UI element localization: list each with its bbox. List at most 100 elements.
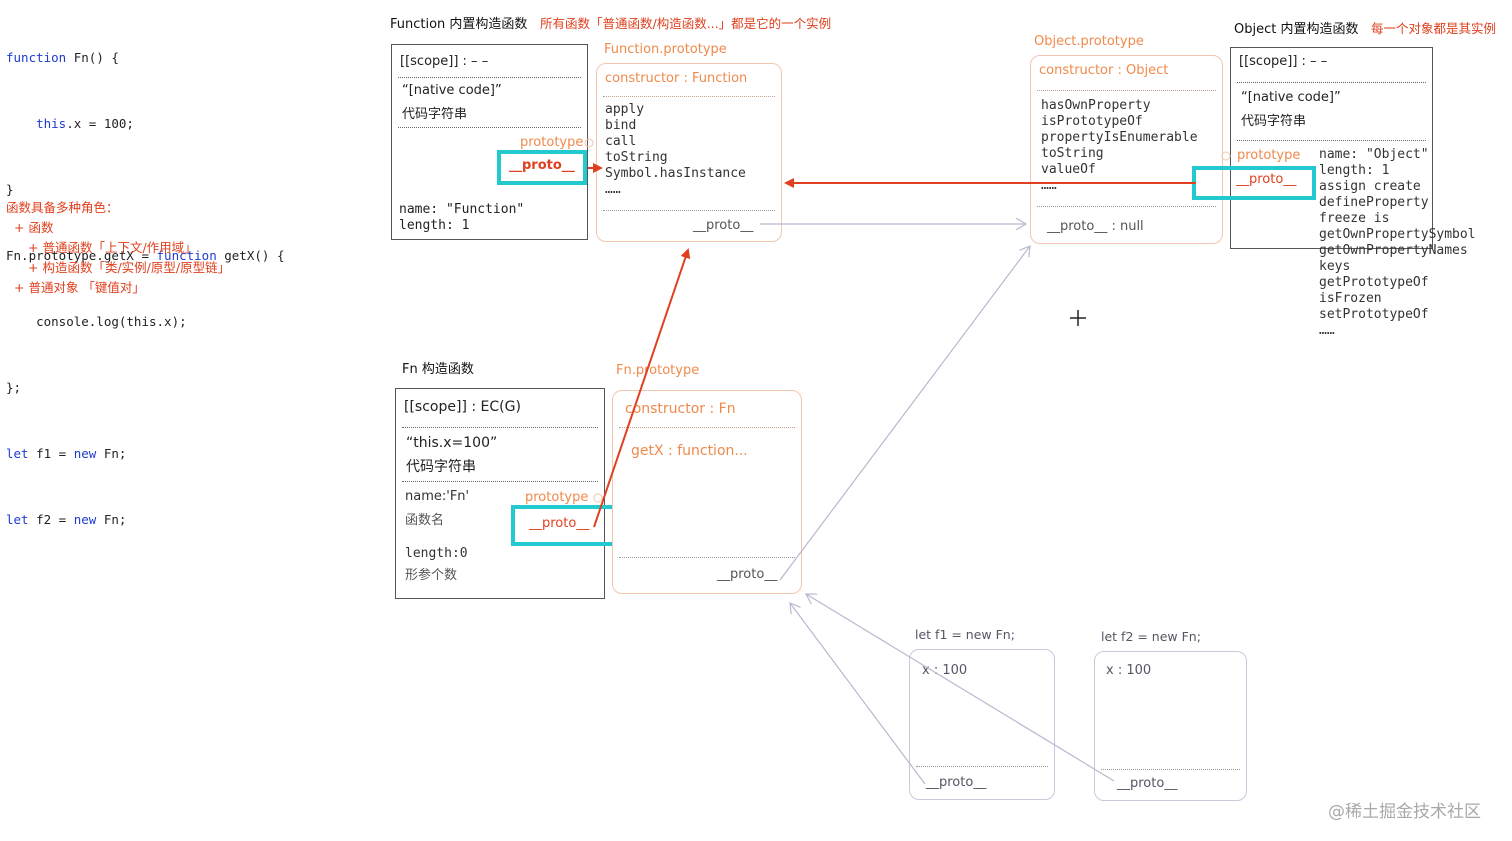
fn-ctor-name-desc: 函数名 [405,513,445,528]
method-item: propertyIsEnumerable [1041,130,1198,145]
code-line-1: function Fn() { [6,50,119,65]
prop-more: …… [1319,323,1335,338]
method-more: …… [1041,178,1057,193]
arrow-fn-proto [593,248,691,528]
fn-ctor-name: name:'Fn' [405,489,470,504]
arrow-fn-prototype-proto [779,246,1030,581]
role-item: + 普通对象 「键值对」 [14,280,145,295]
method-item: valueOf [1041,162,1096,177]
f1-title: let f1 = new Fn; [915,627,1015,642]
object-ctor-scope: [[scope]] : – – [1239,54,1328,69]
function-ctor-name: name: "Function" [399,202,525,217]
function-ctor-title: Function 内置构造函数 [390,17,528,32]
prop-item: getOwnPropertySymbol [1319,227,1476,242]
prototype-pointer [1221,151,1231,161]
object-prototype-box: constructor : Object hasOwnProperty isPr… [1030,55,1223,244]
function-ctor-note: 所有函数「普通函数/构造函数...」都是它的一个实例 [540,16,832,31]
code-line-5: console.log(this.x); [6,314,187,329]
object-ctor-proto: __proto__ [1236,172,1297,187]
function-ctor-proto-highlight [497,150,587,185]
role-item: + 普通函数「上下文/作用域」 [28,240,197,255]
function-prototype-methods: apply bind call toString Symbol.hasInsta… [605,102,746,198]
function-ctor-length: length: 1 [399,218,470,233]
code-line-6: }; [6,380,22,395]
method-item: call [605,134,637,149]
role-item: + 函数 [14,220,54,235]
object-ctor-box: [[scope]] : – – “[native code]” 代码字符串 pr… [1230,47,1433,249]
code-snippet: function Fn() { this.x = 100; } Fn.proto… [6,3,284,553]
f2-x: x : 100 [1106,663,1152,678]
fn-ctor-code: “this.x=100” [406,435,498,451]
prototype-pointer [584,138,594,148]
method-item: hasOwnProperty [1041,98,1151,113]
fn-ctor-box: [[scope]] : EC(G) “this.x=100” 代码字符串 nam… [395,388,605,599]
object-ctor-props: name: "Object" length: 1 assign create d… [1319,147,1476,339]
method-item: bind [605,118,637,133]
code-line-4: Fn.prototype.getX = function getX() { [6,248,285,263]
f1-box: x : 100 __proto__ [909,649,1055,800]
role-item: + 构造函数「类/实例/原型/原型链」 [28,260,231,275]
prop-item: defineProperty [1319,195,1429,210]
function-prototype-box: constructor : Function apply bind call t… [596,63,782,242]
method-item: toString [1041,146,1104,161]
object-ctor-note: 每一个对象都是其实例 [1371,21,1497,36]
fn-ctor-prototype-label: prototype [525,490,589,505]
prop-item: isFrozen [1319,291,1382,306]
fn-ctor-code-desc: 代码字符串 [406,459,476,475]
function-prototype-title: Function.prototype [604,42,727,57]
object-prototype-methods: hasOwnProperty isPrototypeOf propertyIsE… [1041,98,1198,194]
function-prototype-constructor: constructor : Function [605,71,748,86]
f1-proto: __proto__ [926,775,987,790]
function-ctor-native-desc: 代码字符串 [402,107,468,122]
function-prototype-proto: __proto__ [693,218,754,233]
fn-prototype-proto: __proto__ [717,567,778,582]
prop-item: setPrototypeOf [1319,307,1429,322]
method-item: isPrototypeOf [1041,114,1143,129]
code-line-7: let f1 = new Fn; [6,446,127,461]
fn-ctor-length-desc: 形参个数 [405,568,458,583]
object-ctor-native: “[native code]” [1241,90,1341,105]
function-ctor-box: [[scope]] : – – “[native code]” 代码字符串 pr… [391,44,588,240]
prop-item: assign create [1319,179,1421,194]
f2-title: let f2 = new Fn; [1101,629,1201,644]
method-more: …… [605,182,621,197]
object-prototype-title: Object.prototype [1034,34,1144,49]
object-ctor-prototype-label: prototype [1237,148,1301,163]
prop-item: freeze is [1319,211,1390,226]
f2-box: x : 100 __proto__ [1094,651,1247,801]
move-cursor-icon [1070,310,1086,326]
arrow-f2-proto [806,594,1115,782]
object-ctor-title: Object 内置构造函数 [1234,22,1359,37]
prop-item: getOwnPropertyNames [1319,243,1468,258]
code-line-3: } [6,182,14,197]
fn-ctor-scope: [[scope]] : EC(G) [404,399,521,415]
f1-x: x : 100 [922,663,968,678]
object-prototype-proto: __proto__ : null [1047,219,1144,234]
fn-prototype-getx: getX : function... [631,443,748,459]
fn-ctor-title: Fn 构造函数 [402,362,474,377]
function-ctor-proto: __proto__ [509,158,575,173]
roles-list: 函数具备多种角色： + 函数 + 普通函数「上下文/作用域」 + 构造函数「类/… [6,198,230,298]
method-item: toString [605,150,668,165]
object-prototype-constructor: constructor : Object [1039,63,1169,78]
f2-proto: __proto__ [1117,776,1178,791]
code-line-8: let f2 = new Fn; [6,512,127,527]
function-ctor-scope: [[scope]] : – – [400,54,489,69]
fn-prototype-title: Fn.prototype [616,363,700,378]
fn-ctor-length: length:0 [405,546,468,561]
code-line-2: this.x = 100; [6,116,134,131]
prototype-pointer [593,493,603,503]
roles-title: 函数具备多种角色： [6,200,119,215]
fn-ctor-proto: __proto__ [529,516,590,531]
prop-item: name: "Object" [1319,147,1429,162]
prop-item: keys [1319,259,1351,274]
arrow-f1-proto [790,603,926,785]
fn-prototype-constructor: constructor : Fn [625,401,736,417]
fn-prototype-box: constructor : Fn getX : function... __pr… [612,390,802,594]
method-item: Symbol.hasInstance [605,166,746,181]
prop-item: length: 1 [1319,163,1390,178]
function-ctor-native: “[native code]” [402,83,502,98]
method-item: apply [605,102,645,117]
function-ctor-prototype-label: prototype [520,135,584,150]
